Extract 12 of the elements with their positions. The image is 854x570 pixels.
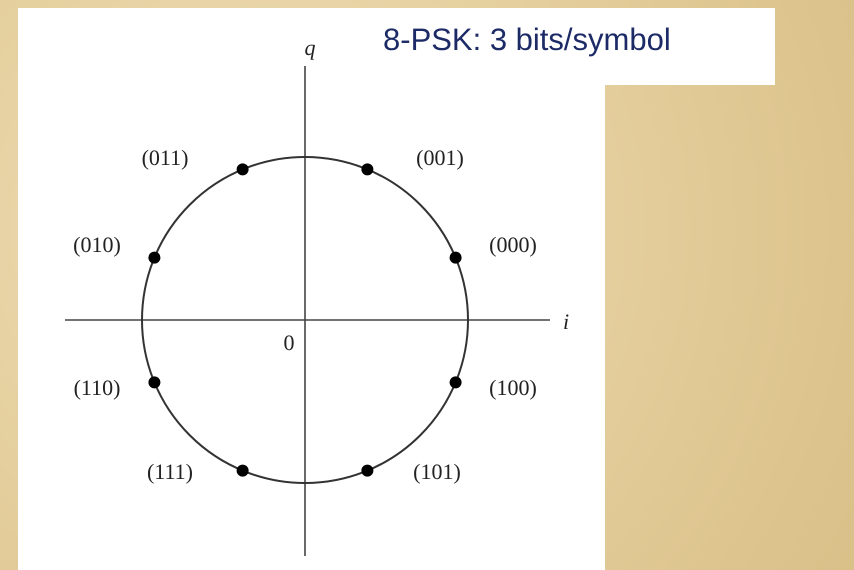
bit-label: (110) bbox=[74, 375, 120, 401]
axis-label: q bbox=[304, 35, 316, 61]
axis-label: i bbox=[562, 309, 570, 335]
bit-label: (001) bbox=[416, 145, 464, 171]
title: 8-PSK: 3 bits/symbol bbox=[383, 22, 671, 58]
bit-label: (011) bbox=[142, 145, 188, 171]
origin-label: 0 bbox=[284, 330, 294, 356]
bit-label: (111) bbox=[146, 459, 194, 485]
bit-label: (000) bbox=[489, 232, 537, 258]
bit-label: (101) bbox=[413, 459, 461, 485]
bit-label: (010) bbox=[73, 232, 121, 258]
bit-label: (100) bbox=[489, 375, 537, 401]
